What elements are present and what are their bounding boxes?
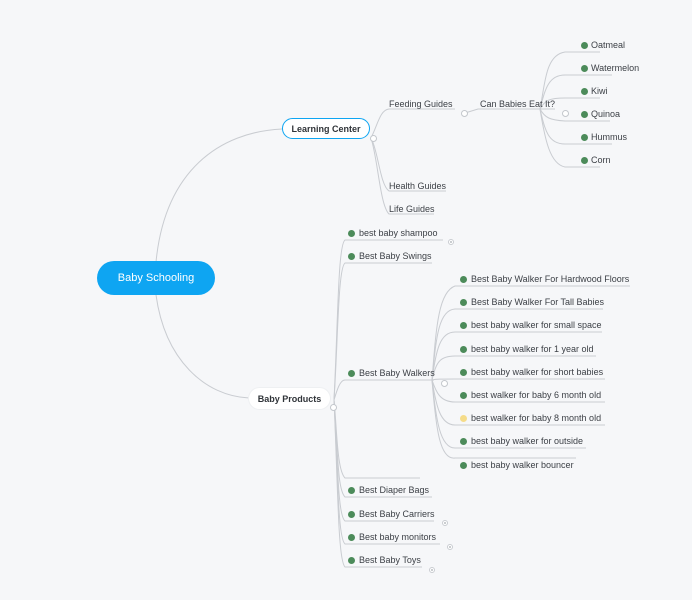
marker-dot: [348, 487, 355, 494]
topic-walker-8-month-old[interactable]: best walker for baby 8 month old: [471, 413, 602, 423]
topic-watermelon[interactable]: Watermelon: [591, 63, 640, 73]
topic-walker-short-babies[interactable]: best baby walker for short babies: [471, 367, 604, 377]
topic-best-baby-shampoo[interactable]: best baby shampoo: [359, 228, 438, 238]
marker-dot: [348, 557, 355, 564]
topic-learning-center[interactable]: Learning Center: [282, 118, 370, 139]
root-topic[interactable]: Baby Schooling: [97, 261, 215, 295]
marker-dot: [460, 276, 467, 283]
marker-dot: [460, 369, 467, 376]
marker-dot: [581, 88, 588, 95]
topic-oatmeal[interactable]: Oatmeal: [591, 40, 626, 50]
marker-dot-highlight: [460, 415, 467, 422]
marker-dot: [460, 462, 467, 469]
marker-dot: [581, 111, 588, 118]
topic-baby-products[interactable]: Baby Products: [249, 388, 330, 409]
topic-quinoa[interactable]: Quinoa: [591, 109, 621, 119]
topic-best-baby-monitors[interactable]: Best baby monitors: [359, 532, 437, 542]
collapse-toggle-learning-center[interactable]: [370, 135, 377, 142]
marker-dot: [460, 322, 467, 329]
topic-corn[interactable]: Corn: [591, 155, 611, 165]
topic-best-diaper-bags[interactable]: Best Diaper Bags: [359, 485, 430, 495]
topic-best-baby-walkers[interactable]: Best Baby Walkers: [359, 368, 435, 378]
marker-dot: [581, 134, 588, 141]
topic-learning-center-label: Learning Center: [291, 123, 361, 134]
marker-dot: [581, 42, 588, 49]
topic-life-guides[interactable]: Life Guides: [389, 204, 435, 214]
topic-walker-6-month-old[interactable]: best walker for baby 6 month old: [471, 390, 602, 400]
root-topic-label: Baby Schooling: [117, 272, 195, 284]
collapsed-indicator-icon[interactable]: [447, 544, 453, 550]
topic-kiwi[interactable]: Kiwi: [591, 86, 608, 96]
marker-dot: [348, 511, 355, 518]
collapse-toggle-feeding-guides[interactable]: [461, 110, 468, 117]
topic-walker-small-space[interactable]: best baby walker for small space: [471, 320, 602, 330]
topic-hummus[interactable]: Hummus: [591, 132, 628, 142]
collapsed-indicator-icon[interactable]: [442, 520, 448, 526]
topic-feeding-guides[interactable]: Feeding Guides: [389, 99, 453, 109]
marker-dot: [348, 253, 355, 260]
collapsed-indicator-icon[interactable]: [429, 567, 435, 573]
marker-dot: [460, 438, 467, 445]
topic-best-baby-swings[interactable]: Best Baby Swings: [359, 251, 432, 261]
marker-dot: [460, 299, 467, 306]
marker-dot: [581, 157, 588, 164]
topic-baby-products-label: Baby Products: [257, 393, 322, 404]
topic-health-guides[interactable]: Health Guides: [389, 181, 447, 191]
marker-dot: [348, 534, 355, 541]
marker-dot: [460, 392, 467, 399]
topic-walker-hardwood-floors[interactable]: Best Baby Walker For Hardwood Floors: [471, 274, 630, 284]
marker-dot: [581, 65, 588, 72]
topic-walker-bouncer[interactable]: best baby walker bouncer: [471, 460, 574, 470]
collapse-toggle-can-babies-eat-it[interactable]: [562, 110, 569, 117]
marker-dot: [348, 230, 355, 237]
collapsed-indicator-icon[interactable]: [448, 239, 454, 245]
collapse-toggle-best-baby-walkers[interactable]: [441, 380, 448, 387]
marker-dot: [348, 370, 355, 377]
topic-best-baby-toys[interactable]: Best Baby Toys: [359, 555, 421, 565]
topic-best-baby-carriers[interactable]: Best Baby Carriers: [359, 509, 435, 519]
topic-walker-1-year-old[interactable]: best baby walker for 1 year old: [471, 344, 594, 354]
topic-walker-outside[interactable]: best baby walker for outside: [471, 436, 584, 446]
collapse-toggle-baby-products[interactable]: [330, 404, 337, 411]
topic-walker-tall-babies[interactable]: Best Baby Walker For Tall Babies: [471, 297, 605, 307]
marker-dot: [460, 346, 467, 353]
topic-can-babies-eat-it[interactable]: Can Babies Eat It?: [480, 99, 556, 109]
